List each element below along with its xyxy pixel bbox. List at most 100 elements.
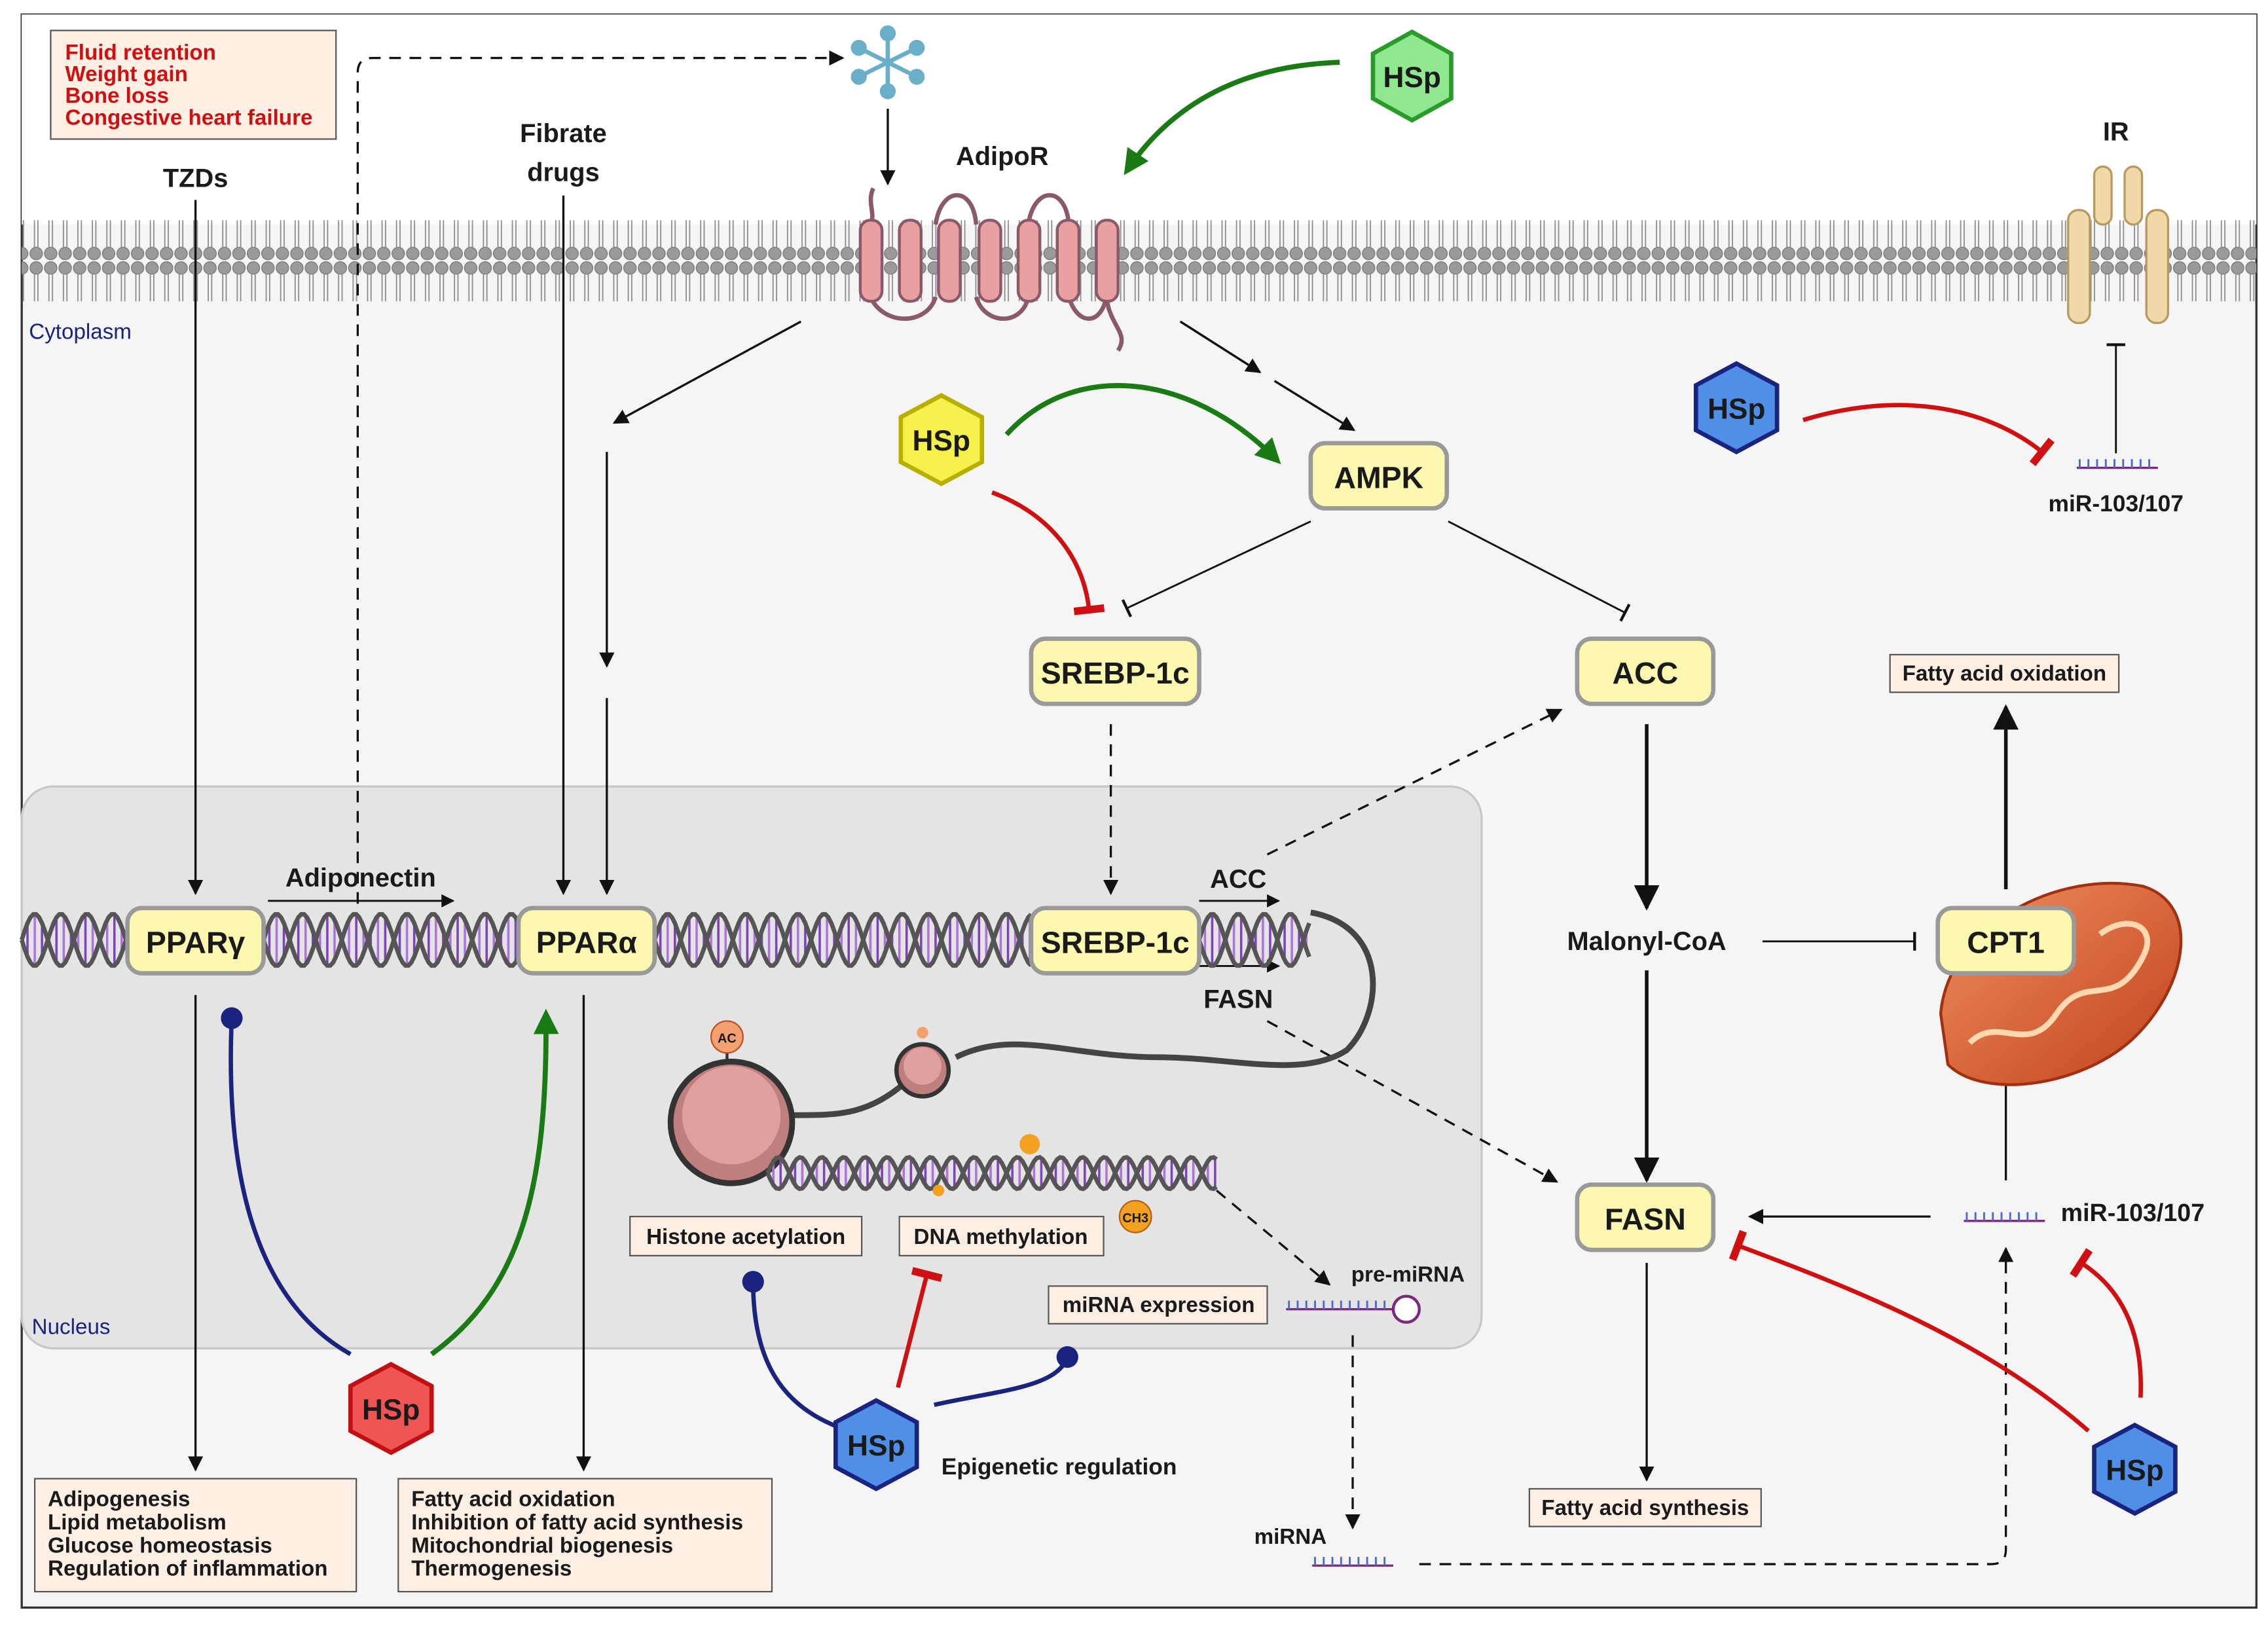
adipor-to-ampk-arrowhead xyxy=(1179,320,1262,373)
acc-expression-arrow xyxy=(1266,708,1563,856)
pre-mirna-icon xyxy=(1286,1294,1421,1324)
ir-label: IR xyxy=(2103,118,2129,147)
ampk-inhibits-srebp xyxy=(1121,520,1311,618)
hsp-blue-hexagon-right[interactable]: HSp xyxy=(2092,1422,2178,1516)
histone-acetylation-label: Histone acetylation xyxy=(646,1225,845,1249)
hsp-binds-mirna-expression xyxy=(934,1346,1078,1407)
premirna-expression-arrow xyxy=(1216,1190,1331,1286)
hsp-activates-adipor xyxy=(1124,60,1340,175)
fibrate-label-line2: drugs xyxy=(527,158,600,187)
mirna-expression-label: miRNA expression xyxy=(1063,1293,1255,1317)
ch3-tag: CH3 xyxy=(932,1134,1152,1233)
srebp-cyto-label: SREBP-1c xyxy=(1041,656,1190,690)
adipor-label: AdipoR xyxy=(956,142,1048,171)
dna-strand xyxy=(20,912,1311,968)
mir-top-label: miR-103/107 xyxy=(2048,491,2183,517)
cpt1-node[interactable]: CPT1 xyxy=(1935,905,2076,976)
fasn-expression-arrow xyxy=(1266,1020,1558,1183)
fasn-label: FASN xyxy=(1605,1202,1686,1236)
srebp-nuclear-label: SREBP-1c xyxy=(1041,926,1190,960)
srebp-nuclear-node[interactable]: SREBP-1c xyxy=(1029,905,1201,976)
acc-label: ACC xyxy=(1613,656,1679,690)
hsp-activates-ampk xyxy=(1004,383,1281,464)
side-effect-2: Weight gain xyxy=(65,62,188,86)
fa-oxidation-label: Fatty acid oxidation xyxy=(1903,662,2107,686)
side-effect-4: Congestive heart failure xyxy=(65,105,313,130)
mir-right-icon xyxy=(1964,1212,2045,1222)
pparalpha-effect-2: Inhibition of fatty acid synthesis xyxy=(411,1510,743,1535)
fa-oxidation-box: Fatty acid oxidation xyxy=(1889,653,2120,693)
hsp-red-hexagon[interactable]: HSp xyxy=(348,1362,434,1455)
hsp-binds-histone xyxy=(742,1271,838,1429)
hsp-inhibits-fasn xyxy=(1728,1230,2090,1433)
hsp-inhibits-mir-top xyxy=(1802,403,2055,466)
mirna-expression-box: miRNA expression xyxy=(1048,1285,1268,1324)
adiponectin-molecule-icon xyxy=(850,25,925,100)
extracellular-space xyxy=(22,14,2257,225)
ampk-inhibits-acc xyxy=(1448,520,1631,622)
ppargamma-effects-box: Adipogenesis Lipid metabolism Glucose ho… xyxy=(33,1478,357,1593)
svg-text:CH3: CH3 xyxy=(1122,1211,1148,1226)
chromatin-fiber-2 xyxy=(794,1076,912,1118)
chromatin-fiber xyxy=(954,909,1376,1068)
pre-mirna-label: pre-miRNA xyxy=(1351,1263,1465,1287)
hsp-red-label: HSp xyxy=(362,1394,420,1426)
acc-node[interactable]: ACC xyxy=(1575,636,1716,706)
cpt1-label: CPT1 xyxy=(1967,926,2045,960)
hsp-activates-pparalpha xyxy=(430,1008,559,1357)
ac-tag: AC xyxy=(718,1032,737,1046)
pparalpha-node[interactable]: PPARα xyxy=(516,905,657,976)
nucleosome-large: AC xyxy=(667,1020,796,1186)
hsp-blue-hexagon-top[interactable]: HSp xyxy=(1693,361,1780,454)
ppargamma-effect-4: Regulation of inflammation xyxy=(48,1557,328,1581)
acc-gene-label: ACC xyxy=(1210,865,1266,894)
fasn-gene-label: FASN xyxy=(1203,985,1273,1014)
hsp-binds-ppargamma xyxy=(221,1007,352,1357)
pparalpha-effect-3: Mitochondrial biogenesis xyxy=(411,1533,673,1558)
pparalpha-effect-4: Thermogenesis xyxy=(411,1557,572,1581)
ppargamma-label: PPARγ xyxy=(146,926,246,960)
malonyl-coa-label: Malonyl-CoA xyxy=(1567,927,1726,956)
mature-mirna-icon xyxy=(1312,1556,1393,1567)
hsp-inhibits-dna-methylation xyxy=(896,1267,943,1388)
pparalpha-effect-1: Fatty acid oxidation xyxy=(411,1488,615,1512)
adipor-receptor-icon xyxy=(858,187,1124,352)
fa-synthesis-label: Fatty acid synthesis xyxy=(1541,1496,1749,1520)
ppargamma-effect-1: Adipogenesis xyxy=(48,1488,190,1512)
hsp-green-hexagon[interactable]: HSp xyxy=(1370,29,1454,123)
ampk-label: AMPK xyxy=(1334,461,1423,495)
fa-synthesis-box: Fatty acid synthesis xyxy=(1528,1488,1762,1527)
hsp-yellow-label: HSp xyxy=(913,425,970,457)
epigenetic-regulation-label: Epigenetic regulation xyxy=(942,1454,1177,1480)
fasn-node[interactable]: FASN xyxy=(1575,1182,1716,1252)
dna-methylation-box: DNA methylation xyxy=(898,1216,1105,1256)
side-effect-3: Bone loss xyxy=(65,84,170,108)
adiponectin-gene-label: Adiponectin xyxy=(285,864,436,892)
mature-mirna-label: miRNA xyxy=(1254,1525,1327,1549)
hsp-inhibits-srebp xyxy=(991,490,1105,615)
pparalpha-label: PPARα xyxy=(536,926,638,960)
hsp-green-label: HSp xyxy=(1383,62,1440,94)
ppargamma-node[interactable]: PPARγ xyxy=(125,905,266,976)
nucleosome-small xyxy=(894,1027,951,1099)
hsp-blue-hexagon-center[interactable]: HSp xyxy=(833,1398,919,1491)
dna-strand-methylated xyxy=(765,1155,1218,1192)
cytoplasm-label: Cytoplasm xyxy=(29,320,132,344)
hsp-blue-top-label: HSp xyxy=(1708,393,1765,425)
hsp-blue-right-label: HSp xyxy=(2106,1455,2163,1487)
ampk-node[interactable]: AMPK xyxy=(1308,441,1450,511)
side-effects-box: Fluid retention Weight gain Bone loss Co… xyxy=(50,29,337,140)
tzds-label: TZDs xyxy=(163,164,229,192)
srebp-cyto-node[interactable]: SREBP-1c xyxy=(1029,636,1201,706)
ppargamma-effect-3: Glucose homeostasis xyxy=(48,1533,272,1558)
histone-acetylation-box: Histone acetylation xyxy=(629,1216,863,1256)
adiponectin-secretion-arrow xyxy=(356,50,845,904)
hsp-yellow-hexagon[interactable]: HSp xyxy=(898,393,985,486)
hsp-blue-center-label: HSp xyxy=(847,1430,905,1462)
hsp-inhibits-mir-right xyxy=(2070,1248,2144,1398)
mirna-to-mir103-arrow xyxy=(1419,1247,2014,1565)
side-effect-1: Fluid retention xyxy=(65,41,216,65)
insulin-receptor-icon xyxy=(2067,165,2170,325)
mir-right-label: miR-103/107 xyxy=(2061,1199,2204,1226)
